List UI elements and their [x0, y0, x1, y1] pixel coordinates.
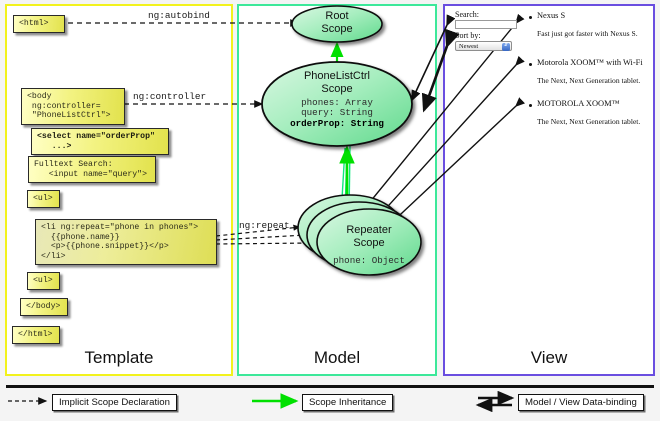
code-box-html-close: </html>: [12, 326, 60, 344]
panel-model-title: Model: [313, 348, 361, 367]
code-box-li-repeat: <li ng:repeat="phone in phones"> {{phone…: [35, 219, 217, 266]
scope-repeater-props: phone: Object: [333, 255, 405, 266]
legend-divider: [6, 385, 654, 388]
phone-name: MOTOROLA XOOM™: [537, 99, 620, 108]
legend-item-implicit-scope-declaration: Implicit Scope Declaration: [52, 394, 177, 411]
legend-item-scope-inheritance: Scope Inheritance: [302, 394, 394, 411]
code-box-select: <select name="orderProp" ...>: [31, 128, 169, 156]
sort-by-select[interactable]: Newest ⇵: [455, 41, 512, 51]
label-ng-controller: ng:controller: [133, 91, 207, 102]
code-box-html-open: <html>: [13, 15, 65, 33]
scope-root-title: Root Scope: [321, 10, 353, 35]
code-box-ul-open: <ul>: [27, 190, 60, 208]
scope-phonelistctrl-title: PhoneListCtrl Scope: [303, 70, 371, 95]
sort-by-label: Sort by:: [455, 31, 481, 40]
scope-phonelistctrl-props-plain: phones: Array query: String: [301, 97, 373, 119]
sort-by-selected-value: Newest: [459, 42, 479, 50]
code-box-body-open: <body ng:controller= "PhoneListCtrl">: [21, 88, 125, 125]
label-ng-repeat: ng:repeat: [239, 220, 290, 231]
label-ng-autobind: ng:autobind: [148, 10, 210, 21]
legend-item-model-view-data-binding: Model / View Data-binding: [518, 394, 644, 411]
panel-view-title: View: [530, 348, 568, 367]
chevron-updown-icon: ⇵: [502, 43, 510, 51]
panel-template-title: Template: [84, 348, 154, 367]
scope-repeater-title: Repeater Scope: [346, 224, 392, 249]
search-label: Search:: [455, 10, 479, 19]
panel-model: Model: [237, 4, 437, 376]
bullet-icon: [529, 63, 532, 66]
code-box-fulltext-search: Fulltext Search: <input name="query">: [28, 156, 156, 184]
code-box-body-close: </body>: [20, 298, 68, 316]
phone-name: Nexus S: [537, 11, 566, 20]
search-input[interactable]: [455, 20, 517, 29]
phone-name: Motorola XOOM™ with Wi-Fi: [537, 58, 643, 67]
phone-snippet: The Next, Next Generation tablet.: [537, 76, 641, 85]
scope-phonelistctrl-props-bold: orderProp: String: [290, 118, 384, 129]
phone-snippet: The Next, Next Generation tablet.: [537, 117, 641, 126]
bullet-icon: [529, 16, 532, 19]
bullet-icon: [529, 104, 532, 107]
code-box-ul-close: <ul>: [27, 272, 60, 290]
phone-snippet: Fast just got faster with Nexus S.: [537, 29, 638, 38]
